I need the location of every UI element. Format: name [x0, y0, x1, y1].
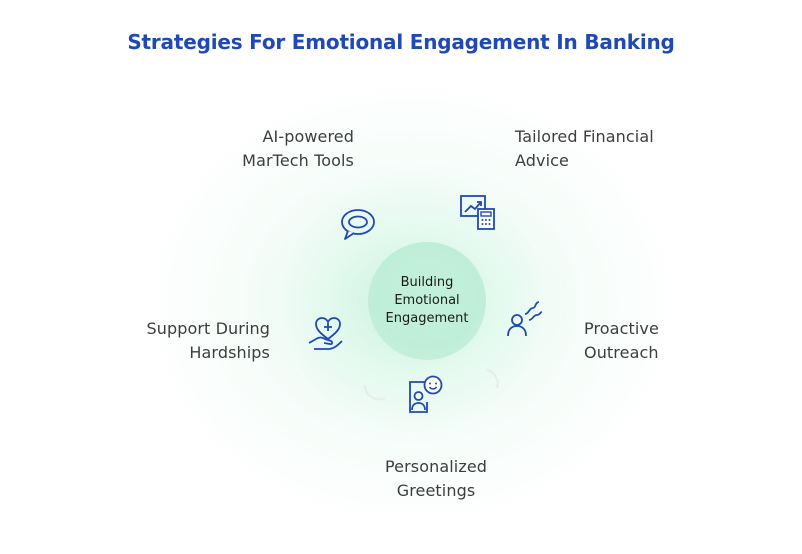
decorative-arcs: [363, 369, 499, 401]
hand-heart-icon: [306, 313, 346, 353]
page-title: Strategies For Emotional Engagement In B…: [127, 30, 675, 54]
label-tailored-financial-advice: Tailored Financial Advice: [515, 127, 654, 170]
chat-bubble-icon: [338, 204, 378, 244]
label-ai-powered-martech-tools: AI-powered MarTech Tools: [242, 127, 354, 170]
chart-calculator-icon: [458, 192, 498, 232]
label-support-during-hardships: Support During Hardships: [146, 319, 270, 362]
smiley-profile-icon: [405, 374, 445, 414]
label-proactive-outreach: Proactive Outreach: [584, 319, 659, 362]
label-personalized-greetings: Personalized Greetings: [384, 457, 488, 500]
center-hub: Building Emotional Engagement: [368, 242, 486, 360]
center-hub-label: Building Emotional Engagement: [385, 275, 469, 326]
person-signal-icon: [505, 298, 545, 338]
